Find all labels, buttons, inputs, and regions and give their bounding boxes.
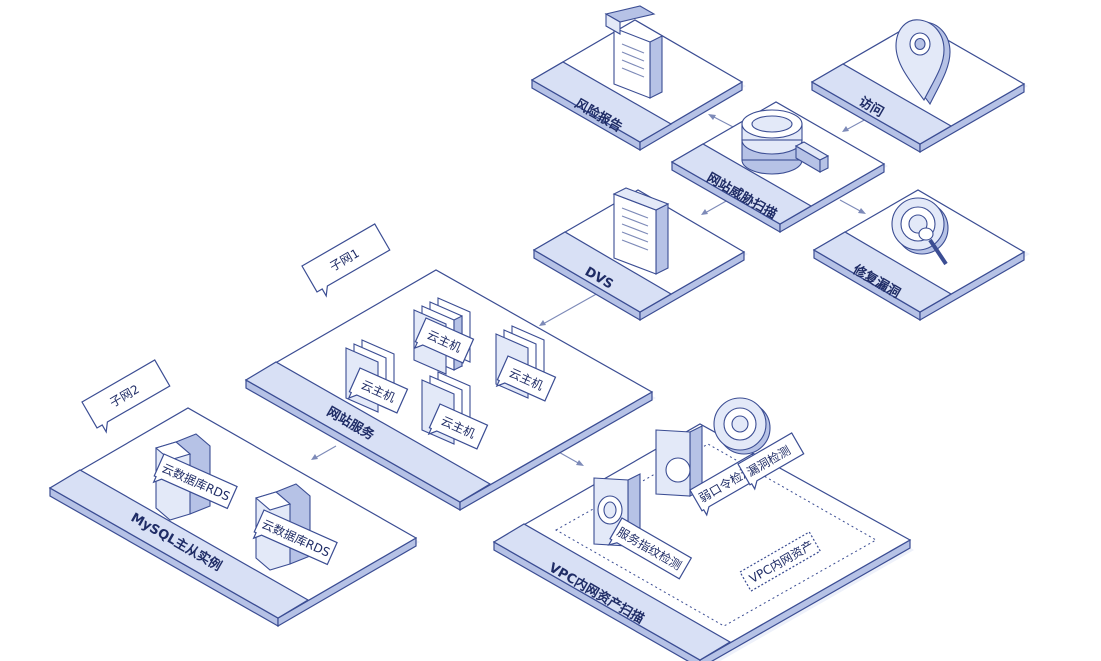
arrow-to-vpc bbox=[576, 460, 584, 466]
vuln-target-icon bbox=[713, 397, 771, 455]
location-pin-icon bbox=[895, 19, 951, 106]
vulnerability-target-icon bbox=[891, 197, 949, 266]
connectors bbox=[311, 114, 869, 466]
platform-site-scan: 网站威胁扫描 bbox=[670, 101, 888, 234]
arrow-to-mysql bbox=[311, 454, 318, 460]
platform-risk-report: 风险报告 bbox=[530, 5, 746, 152]
edge-web-to-mysql bbox=[314, 445, 337, 459]
edge-dvs-to-web bbox=[542, 291, 601, 325]
arrow-to-dvs bbox=[701, 209, 708, 215]
edge-scan-to-fix bbox=[839, 199, 863, 213]
key-icon bbox=[655, 425, 703, 497]
scan-magnifier-icon bbox=[741, 109, 830, 175]
arrow-to-fix bbox=[858, 208, 866, 214]
platform-fix-vuln: 修复漏洞 bbox=[812, 189, 1030, 322]
arrow-to-report bbox=[708, 114, 716, 120]
edge-scan-to-report bbox=[711, 115, 736, 129]
arrow-to-scan bbox=[842, 126, 849, 132]
subnet1-tag: 子网1 bbox=[301, 223, 391, 298]
host-tag-4: 云主机 bbox=[427, 403, 489, 450]
platform-visit: 访问 bbox=[810, 19, 1028, 154]
server-rack-icon bbox=[612, 187, 670, 275]
edge-scan-to-dvs bbox=[704, 199, 729, 214]
rds-tag-1: 云数据库RDS bbox=[152, 453, 238, 510]
platform-vpc-scan: VPC内网资产扫描 服务指纹检测 弱口令检测 bbox=[492, 397, 914, 661]
platform-web-service: 网站服务 云主机 bbox=[244, 269, 656, 512]
subnet2-tag: 子网2 bbox=[81, 359, 171, 434]
host-tag-3: 云主机 bbox=[495, 355, 557, 402]
arrow-to-web bbox=[539, 320, 546, 326]
document-icon bbox=[604, 5, 663, 99]
platform-dvs: DVS bbox=[532, 187, 748, 322]
platform-mysql: MySQL主从实例 云数据库RDS 云数据库RDS bbox=[48, 407, 420, 628]
